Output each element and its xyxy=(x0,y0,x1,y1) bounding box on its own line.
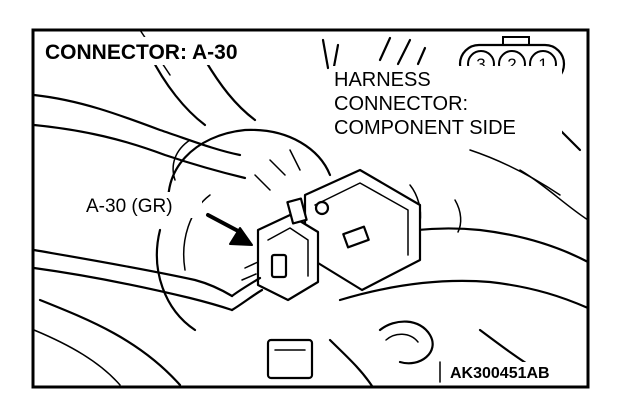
connector-a30-plug xyxy=(256,213,320,302)
figure-code: AK300451AB xyxy=(450,365,550,382)
lower-hose-loop xyxy=(378,320,434,365)
sensor-component xyxy=(230,168,422,312)
pipe-bottom xyxy=(338,279,590,310)
wire-harness-lower xyxy=(32,266,234,312)
connector-title: CONNECTOR: A-30 xyxy=(45,41,238,64)
lower-bracket-line xyxy=(328,338,374,388)
wire-tie xyxy=(241,261,259,281)
title-backing xyxy=(40,37,280,65)
pin-1-label: 1 xyxy=(538,55,547,74)
right-panel-line-2 xyxy=(469,149,561,196)
slash-4 xyxy=(396,38,412,66)
arrow-shaft xyxy=(206,213,242,234)
connector-tab xyxy=(286,197,308,225)
pin-2-label: 2 xyxy=(507,55,516,74)
pipe-clamp-right xyxy=(454,199,462,233)
harness-label-line-3: COMPONENT SIDE xyxy=(334,117,516,139)
housing-outer-arc xyxy=(172,139,191,181)
lower-left-panel-edge xyxy=(38,298,182,387)
lower-left-panel-edge-2 xyxy=(33,329,121,386)
callout-label-a30: A-30 (GR) xyxy=(86,196,173,217)
figure-code-backing xyxy=(446,362,578,384)
harness-label-line-2: CONNECTOR: xyxy=(334,93,468,115)
callout-label-backing xyxy=(82,192,202,218)
bracket-line-2 xyxy=(203,58,257,122)
harness-label-backing xyxy=(330,66,562,140)
hose-upper-left-top xyxy=(32,93,242,157)
connector-latch xyxy=(270,253,288,279)
slash-5 xyxy=(416,46,427,66)
wire-harness-upper xyxy=(32,248,234,298)
connector-plug-edge xyxy=(267,227,309,277)
callout-arrow xyxy=(206,213,253,246)
sensor-window xyxy=(342,225,370,249)
lower-block xyxy=(266,338,314,380)
slash-3 xyxy=(378,36,392,62)
wire-into-connector-2 xyxy=(230,288,264,312)
mounting-bolt xyxy=(314,200,330,216)
housing-arc-left xyxy=(155,228,197,332)
hose-upper-left-bottom xyxy=(32,123,247,180)
pin-3-label: 3 xyxy=(476,55,485,74)
housing-hatching xyxy=(254,149,301,191)
housing-arc-top xyxy=(167,128,332,217)
housing-inner-arc xyxy=(183,194,211,271)
wire-into-connector-1 xyxy=(230,276,262,298)
right-edge-tick xyxy=(558,128,582,152)
lower-hose-loop-inner xyxy=(385,333,419,343)
harness-label-line-1: HARNESS xyxy=(334,69,431,91)
arrow-head xyxy=(229,227,253,246)
sensor-body-edge xyxy=(314,182,409,256)
slash-1 xyxy=(321,38,330,70)
